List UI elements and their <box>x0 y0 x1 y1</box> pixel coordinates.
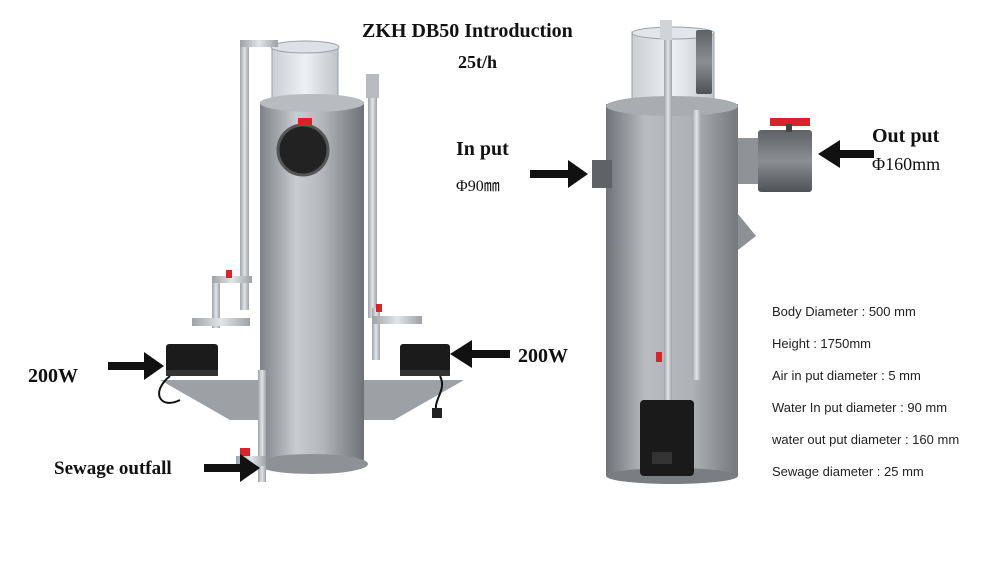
arrow-power-left <box>108 362 146 370</box>
spec-sewage: Sewage diameter : 25 mm <box>772 464 924 479</box>
power-left-label: 200W <box>28 365 78 387</box>
output-label: Out put <box>872 125 940 147</box>
arrow-input <box>530 170 570 178</box>
water-outlet <box>758 130 812 192</box>
left-skirt-right <box>364 380 464 420</box>
spec-list: Body Diameter : 500 mm Height : 1750mm A… <box>772 304 959 496</box>
arrow-power-right <box>470 350 510 358</box>
spec-water-output: water out put diameter : 160 mm <box>772 432 960 447</box>
left-pump <box>166 344 218 374</box>
right-pump <box>400 344 450 374</box>
arrows <box>108 140 874 482</box>
spec-air-input: Air in put diameter : 5 mm <box>772 368 921 383</box>
right-skimmer <box>592 20 812 484</box>
left-outlet-port <box>276 123 330 177</box>
left-skimmer <box>158 40 464 482</box>
input-size-label: Φ90㎜ <box>456 178 500 195</box>
water-inlet <box>592 160 612 188</box>
left-air-pipe <box>240 40 249 310</box>
output-size-label: Φ160mm <box>872 154 941 174</box>
spec-height: Height : 1750mm <box>772 336 871 351</box>
arrow-output <box>838 150 874 158</box>
arrow-sewage <box>204 464 242 472</box>
page-title: ZKH DB50 Introduction <box>362 20 573 42</box>
left-skirt-left <box>160 380 260 420</box>
spec-body-diameter: Body Diameter : 500 mm <box>772 304 916 319</box>
input-label: In put <box>456 138 509 160</box>
spec-water-input: Water In put diameter : 90 mm <box>772 400 948 415</box>
power-right-label: 200W <box>518 345 568 367</box>
page-subtitle: 25t/h <box>458 52 498 72</box>
right-bottom-pump <box>640 400 694 476</box>
sewage-outfall-label: Sewage outfall <box>54 458 172 479</box>
